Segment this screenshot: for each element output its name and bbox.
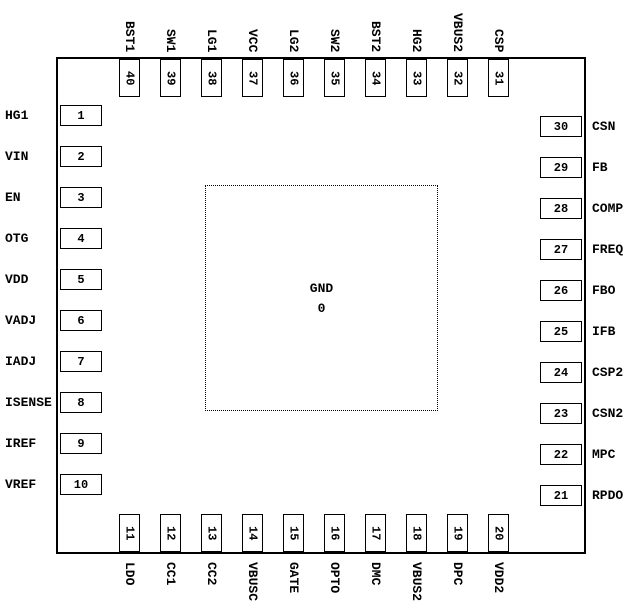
pin-box-37: 37 (242, 59, 263, 97)
right-pin-boxes: 30 29 28 27 26 25 24 23 22 21 (540, 116, 582, 506)
top-pin-boxes: 40 39 38 37 36 35 34 33 32 31 (119, 59, 509, 97)
pin-label-37: VCC (245, 28, 260, 52)
pin-box-25: 25 (540, 321, 582, 342)
pin-box-20: 20 (488, 514, 509, 552)
pin-box-21: 21 (540, 485, 582, 506)
pin-box-19: 19 (447, 514, 468, 552)
pin-box-36: 36 (283, 59, 304, 97)
thermal-pad-number: 0 (317, 300, 326, 316)
pin-label-36: LG2 (286, 28, 301, 52)
pin-box-31: 31 (488, 59, 509, 97)
pin-label-8: ISENSE (5, 395, 52, 410)
pin-box-16: 16 (324, 514, 345, 552)
pin-label-1: HG1 (5, 108, 29, 123)
pin-label-23: CSN2 (592, 406, 624, 421)
pin-label-40: BST1 (122, 20, 137, 52)
pin-label-31: CSP (491, 28, 506, 52)
pin-box-6: 6 (60, 310, 102, 331)
pin-label-38: LG1 (204, 28, 219, 52)
pin-label-29: FB (592, 160, 608, 175)
left-pin-labels: HG1 VIN EN OTG VDD VADJ IADJ ISENSE IREF… (5, 105, 55, 495)
pin-label-19: DPC (450, 562, 465, 586)
pin-box-35: 35 (324, 59, 345, 97)
pin-box-15: 15 (283, 514, 304, 552)
pin-label-24: CSP2 (592, 365, 624, 380)
thermal-pad-label: GND (309, 280, 334, 296)
pin-box-30: 30 (540, 116, 582, 137)
chip-body-outline (56, 57, 586, 554)
pin-label-9: IREF (5, 436, 37, 451)
pin-box-28: 28 (540, 198, 582, 219)
pin-label-27: FREQ (592, 242, 624, 257)
pin-box-32: 32 (447, 59, 468, 97)
pin-box-14: 14 (242, 514, 263, 552)
top-pin-labels: BST1 SW1 LG1 VCC LG2 SW2 BST2 HG2 VBUS2 … (119, 0, 509, 52)
pin-label-39: SW1 (163, 28, 178, 52)
pin-label-7: IADJ (5, 354, 37, 369)
pin-label-21: RPDO (592, 488, 624, 503)
pin-label-15: GATE (286, 562, 301, 594)
pin-label-10: VREF (5, 477, 37, 492)
pin-box-26: 26 (540, 280, 582, 301)
pin-label-11: LDO (122, 562, 137, 586)
right-pin-labels: CSN FB COMP FREQ FBO IFB CSP2 CSN2 MPC R… (592, 116, 638, 506)
pin-label-4: OTG (5, 231, 29, 246)
pin-label-16: OPTO (327, 562, 342, 594)
pin-box-4: 4 (60, 228, 102, 249)
bottom-pin-labels: LDO CC1 CC2 VBUSC GATE OPTO DMC VBUS2 DP… (119, 562, 509, 611)
pin-box-22: 22 (540, 444, 582, 465)
pin-label-14: VBUSC (245, 562, 260, 602)
pin-box-2: 2 (60, 146, 102, 167)
pin-label-12: CC1 (163, 562, 178, 586)
pin-label-2: VIN (5, 149, 29, 164)
pin-box-27: 27 (540, 239, 582, 260)
pin-box-29: 29 (540, 157, 582, 178)
pin-label-33: HG2 (409, 28, 424, 52)
pin-box-40: 40 (119, 59, 140, 97)
pin-box-34: 34 (365, 59, 386, 97)
pin-label-18: VBUS2 (409, 562, 424, 602)
pin-label-5: VDD (5, 272, 29, 287)
pin-label-17: DMC (368, 562, 383, 586)
pin-label-35: SW2 (327, 28, 342, 52)
pin-box-39: 39 (160, 59, 181, 97)
pin-box-33: 33 (406, 59, 427, 97)
pin-label-3: EN (5, 190, 21, 205)
pin-box-3: 3 (60, 187, 102, 208)
thermal-pad: GND 0 (205, 185, 438, 411)
pin-label-22: MPC (592, 447, 616, 462)
pin-box-18: 18 (406, 514, 427, 552)
pin-label-25: IFB (592, 324, 616, 339)
pin-box-1: 1 (60, 105, 102, 126)
pin-label-6: VADJ (5, 313, 37, 328)
pin-box-10: 10 (60, 474, 102, 495)
pin-box-13: 13 (201, 514, 222, 552)
pin-box-23: 23 (540, 403, 582, 424)
pin-label-30: CSN (592, 119, 616, 134)
pin-label-32: VBUS2 (450, 12, 465, 52)
pin-label-28: COMP (592, 201, 624, 216)
pin-box-8: 8 (60, 392, 102, 413)
pin-label-20: VDD2 (491, 562, 506, 594)
pin-box-9: 9 (60, 433, 102, 454)
pin-box-17: 17 (365, 514, 386, 552)
pin-label-34: BST2 (368, 20, 383, 52)
pin-box-24: 24 (540, 362, 582, 383)
pin-box-38: 38 (201, 59, 222, 97)
pin-label-26: FBO (592, 283, 616, 298)
left-pin-boxes: 1 2 3 4 5 6 7 8 9 10 (60, 105, 102, 495)
pin-box-7: 7 (60, 351, 102, 372)
pin-box-5: 5 (60, 269, 102, 290)
pin-label-13: CC2 (204, 562, 219, 586)
bottom-pin-boxes: 11 12 13 14 15 16 17 18 19 20 (119, 514, 509, 552)
pin-box-11: 11 (119, 514, 140, 552)
pin-box-12: 12 (160, 514, 181, 552)
